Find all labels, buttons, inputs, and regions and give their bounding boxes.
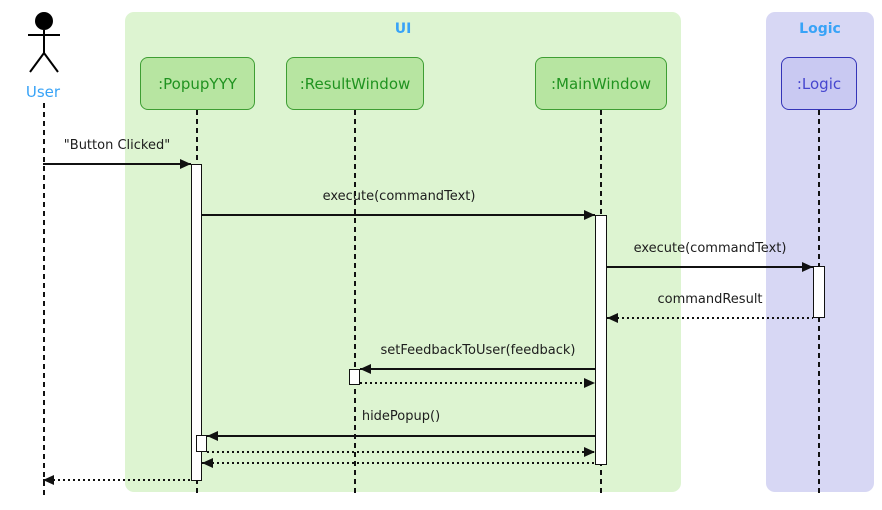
message-label: commandResult — [657, 292, 763, 307]
message-label: "Button Clicked" — [63, 138, 171, 153]
user-actor-icon — [28, 12, 60, 73]
message-line — [207, 435, 595, 437]
participant-popupyyy-label: :PopupYYY — [158, 74, 237, 93]
arrowhead-left-icon — [607, 313, 618, 323]
activation-bar-popupyyy — [191, 164, 202, 481]
arrowhead-left-icon — [360, 364, 371, 374]
lifeline-resultwindow — [354, 110, 356, 497]
arrowhead-right-icon — [584, 447, 595, 457]
message-line — [202, 214, 595, 216]
message-line — [202, 462, 595, 464]
arrowhead-right-icon — [584, 210, 595, 220]
logic-frame-title: Logic — [799, 21, 841, 37]
participant-mainwindow-label: :MainWindow — [550, 74, 651, 93]
activation-bar-popupyyy-nested — [196, 435, 207, 452]
ui-frame-title: UI — [394, 21, 412, 37]
message-line — [43, 163, 191, 165]
arrowhead-left-icon — [207, 431, 218, 441]
message-label: setFeedbackToUser(feedback) — [380, 343, 576, 358]
participant-mainwindow: :MainWindow — [535, 57, 667, 110]
message-line — [207, 451, 595, 453]
arrowhead-right-icon — [180, 159, 191, 169]
message-line — [360, 382, 595, 384]
message-line — [607, 317, 813, 319]
message-label: hidePopup() — [361, 409, 441, 424]
arrowhead-right-icon — [584, 378, 595, 388]
user-actor-label: User — [25, 83, 61, 101]
participant-popupyyy: :PopupYYY — [140, 57, 255, 110]
message-label: execute(commandText) — [322, 189, 476, 204]
activation-bar-resultwindow — [349, 369, 360, 385]
message-line — [607, 266, 813, 268]
lifeline-user — [43, 103, 45, 497]
participant-resultwindow: :ResultWindow — [286, 57, 424, 110]
message-line — [43, 479, 191, 481]
participant-resultwindow-label: :ResultWindow — [299, 74, 411, 93]
arrowhead-right-icon — [802, 262, 813, 272]
participant-logic: :Logic — [781, 57, 857, 110]
arrowhead-left-icon — [43, 475, 54, 485]
message-line — [360, 368, 595, 370]
activation-bar-logic — [813, 266, 825, 318]
activation-bar-mainwindow — [595, 215, 607, 465]
message-label: execute(commandText) — [633, 241, 787, 256]
arrowhead-left-icon — [202, 458, 213, 468]
participant-logic-label: :Logic — [796, 74, 842, 93]
